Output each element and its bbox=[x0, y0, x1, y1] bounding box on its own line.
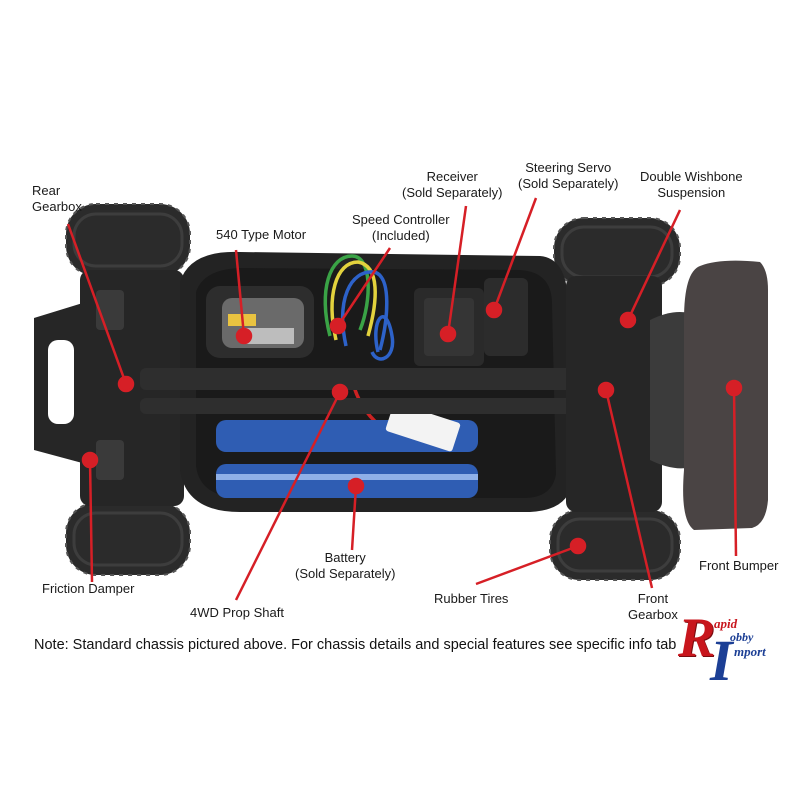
callout-double-wishbone bbox=[626, 209, 682, 321]
rapid-hobby-import-logo: R I apid obby mport bbox=[672, 607, 792, 693]
marker-speed-controller bbox=[329, 317, 347, 335]
label-steering-servo: Steering Servo (Sold Separately) bbox=[518, 160, 619, 191]
callout-speed-controller bbox=[336, 247, 392, 327]
chassis-note: Note: Standard chassis pictured above. F… bbox=[34, 637, 677, 653]
logo-word-1: apid bbox=[714, 616, 738, 631]
marker-front-gearbox bbox=[597, 381, 615, 399]
callout-friction-damper bbox=[88, 459, 94, 583]
label-receiver: Receiver (Sold Separately) bbox=[402, 169, 503, 200]
marker-steering-servo bbox=[485, 301, 503, 319]
marker-receiver bbox=[439, 325, 457, 343]
marker-friction-damper bbox=[81, 451, 99, 469]
label-prop-shaft: 4WD Prop Shaft bbox=[190, 605, 284, 620]
logo-word-3: mport bbox=[734, 644, 766, 659]
callout-receiver bbox=[446, 205, 468, 335]
label-speed-controller: Speed Controller (Included) bbox=[352, 212, 450, 243]
marker-prop-shaft bbox=[331, 383, 349, 401]
front-right-tire bbox=[549, 509, 681, 581]
callout-front-gearbox bbox=[604, 389, 654, 589]
prop-shaft-brace bbox=[140, 368, 610, 414]
label-front-bumper: Front Bumper bbox=[699, 558, 779, 573]
marker-front-bumper bbox=[725, 379, 743, 397]
label-battery: Battery (Sold Separately) bbox=[295, 550, 396, 581]
label-rear-gearbox: Rear Gearbox bbox=[32, 183, 82, 214]
marker-rear-gearbox bbox=[117, 375, 135, 393]
label-front-gearbox: Front Gearbox bbox=[628, 591, 678, 622]
callout-motor bbox=[234, 249, 246, 337]
callout-rubber-tires bbox=[475, 544, 579, 586]
callout-battery bbox=[350, 485, 358, 551]
logo-word-2: obby bbox=[730, 630, 754, 644]
marker-battery bbox=[347, 477, 365, 495]
front-bumper-foam bbox=[683, 260, 768, 530]
marker-rubber-tires bbox=[569, 537, 587, 555]
logo-letter-r: R bbox=[678, 607, 716, 669]
callout-front-bumper bbox=[732, 387, 738, 557]
label-motor: 540 Type Motor bbox=[216, 227, 307, 242]
label-rubber-tires: Rubber Tires bbox=[434, 591, 509, 606]
label-friction-damper: Friction Damper bbox=[42, 581, 135, 596]
callout-prop-shaft bbox=[234, 391, 342, 601]
logo-letter-i: I bbox=[710, 628, 733, 693]
rear-right-tire bbox=[65, 502, 191, 576]
callout-steering-servo bbox=[492, 197, 538, 311]
label-double-wishbone: Double Wishbone Suspension bbox=[640, 169, 743, 200]
battery-pack bbox=[216, 402, 478, 498]
marker-double-wishbone bbox=[619, 311, 637, 329]
callout-rear-gearbox bbox=[66, 223, 128, 385]
marker-motor bbox=[235, 327, 253, 345]
